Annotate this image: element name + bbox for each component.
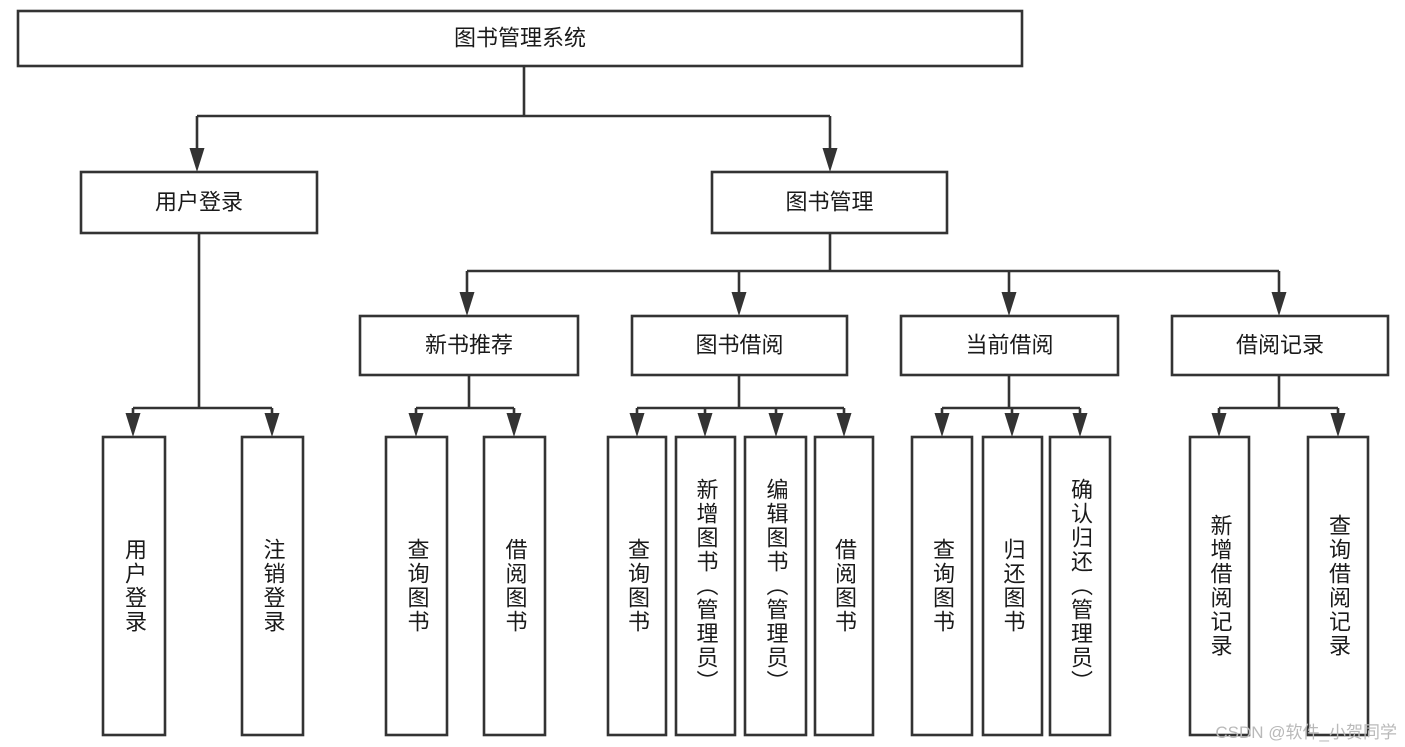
node-box	[1170, 314, 1390, 377]
node-user-login[interactable]: 用户登录	[79, 170, 319, 235]
arrow-head-icon	[1072, 413, 1088, 437]
arrow-head-icon	[1001, 292, 1017, 316]
node-leaf-edit-book[interactable]	[743, 435, 808, 737]
node-leaf-add-book[interactable]	[674, 435, 737, 737]
arrow-head-icon	[264, 413, 280, 437]
node-new-book-rec[interactable]: 新书推荐	[358, 314, 580, 377]
node-box	[674, 435, 737, 737]
arrow-head-icon	[1004, 413, 1020, 437]
node-leaf-query-book-2[interactable]	[606, 435, 668, 737]
node-box	[240, 435, 305, 737]
arrow-head-icon	[629, 413, 645, 437]
arrow-head-icon	[459, 292, 475, 316]
arrow-head-icon	[697, 413, 713, 437]
node-label: 借阅记录	[1236, 332, 1324, 357]
node-box	[16, 9, 1024, 68]
arrow-head-icon	[934, 413, 950, 437]
node-box	[743, 435, 808, 737]
node-box	[358, 314, 580, 377]
node-box	[482, 435, 547, 737]
node-box	[813, 435, 875, 737]
node-borrow-record[interactable]: 借阅记录	[1170, 314, 1390, 377]
arrow-head-icon	[1271, 292, 1287, 316]
node-leaf-query-record[interactable]	[1306, 435, 1370, 737]
node-box	[1306, 435, 1370, 737]
node-leaf-borrow-book-2[interactable]	[813, 435, 875, 737]
node-leaf-user-logout[interactable]	[240, 435, 305, 737]
node-label: 新书推荐	[425, 332, 513, 357]
arrow-head-icon	[125, 413, 141, 437]
arrow-head-icon	[408, 413, 424, 437]
node-box	[981, 435, 1044, 737]
node-box	[899, 314, 1120, 377]
node-label: 当前借阅	[965, 332, 1053, 357]
node-leaf-query-book-3[interactable]	[910, 435, 974, 737]
node-box	[1188, 435, 1251, 737]
node-box	[710, 170, 949, 235]
node-label: 图书管理	[785, 189, 873, 214]
arrow-head-icon	[731, 292, 747, 316]
node-leaf-add-record[interactable]	[1188, 435, 1251, 737]
node-leaf-confirm-return[interactable]	[1048, 435, 1112, 737]
node-box	[606, 435, 668, 737]
node-leaf-return-book[interactable]	[981, 435, 1044, 737]
node-label: 图书借阅	[695, 332, 783, 357]
arrow-head-icon	[768, 413, 784, 437]
node-box	[910, 435, 974, 737]
node-box	[384, 435, 449, 737]
node-label: 图书管理系统	[454, 25, 586, 50]
arrow-head-icon	[1211, 413, 1227, 437]
node-box	[630, 314, 849, 377]
arrow-head-icon	[1330, 413, 1346, 437]
arrow-head-icon	[506, 413, 522, 437]
node-root[interactable]: 图书管理系统	[16, 9, 1024, 68]
watermark-text: CSDN @软件_小贺同学	[1215, 723, 1397, 742]
node-current-borrow[interactable]: 当前借阅	[899, 314, 1120, 377]
arrow-head-icon	[822, 148, 838, 172]
node-leaf-user-login[interactable]	[101, 435, 167, 737]
node-leaf-query-book-1[interactable]	[384, 435, 449, 737]
node-box	[101, 435, 167, 737]
node-box	[79, 170, 319, 235]
node-label: 用户登录	[155, 189, 243, 214]
arrow-head-icon	[189, 148, 205, 172]
node-book-borrow[interactable]: 图书借阅	[630, 314, 849, 377]
arrow-head-icon	[836, 413, 852, 437]
node-box	[1048, 435, 1112, 737]
node-book-manage[interactable]: 图书管理	[710, 170, 949, 235]
node-leaf-borrow-book-1[interactable]	[482, 435, 547, 737]
